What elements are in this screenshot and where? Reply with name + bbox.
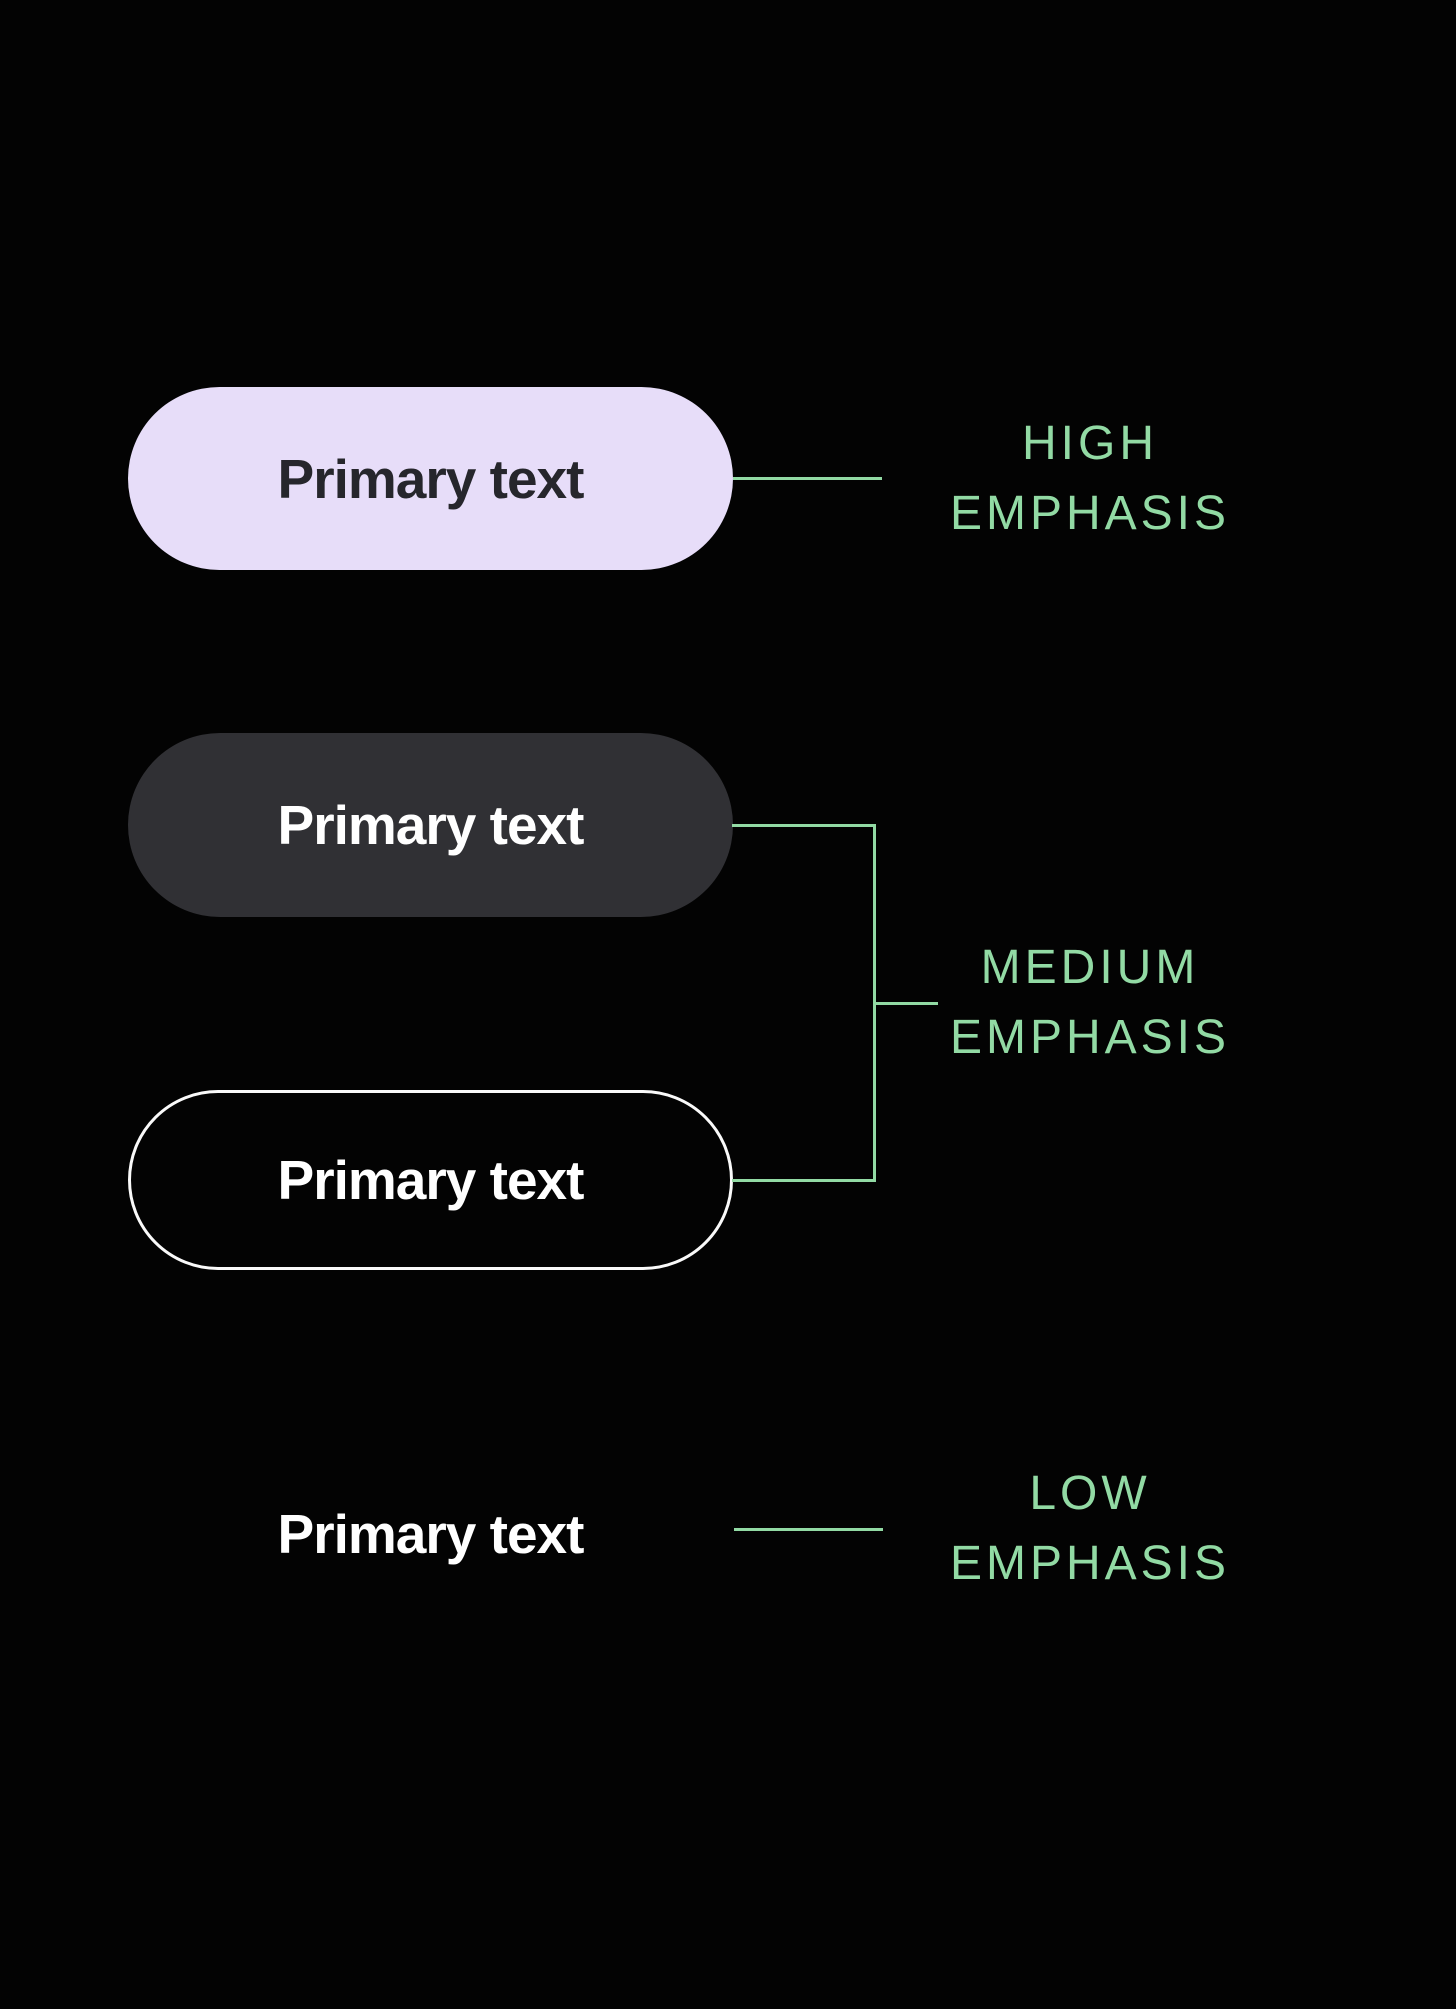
low-emphasis-annotation: LOW EMPHASIS (950, 1459, 1230, 1599)
low-emphasis-annotation-line2: EMPHASIS (949, 1537, 1231, 1590)
tonal-button-label: Primary text (277, 794, 585, 856)
low-emphasis-annotation-line1: LOW (1029, 1467, 1151, 1520)
connector-line-outlined (732, 1179, 876, 1182)
high-emphasis-annotation-line2: EMPHASIS (949, 487, 1231, 540)
connector-line-low (734, 1528, 883, 1531)
low-emphasis-text-button[interactable]: Primary text (128, 1502, 733, 1566)
filled-button-label: Primary text (277, 447, 585, 510)
high-emphasis-filled-button[interactable]: Primary text (128, 387, 733, 570)
text-button-label: Primary text (277, 1503, 585, 1565)
medium-emphasis-tonal-button[interactable]: Primary text (128, 733, 733, 917)
connector-line-tonal (732, 824, 875, 827)
outlined-button-label: Primary text (277, 1149, 585, 1211)
high-emphasis-annotation-line1: HIGH (1022, 417, 1158, 470)
bracket-stub-line (873, 1002, 938, 1005)
connector-line-high (733, 477, 882, 480)
medium-emphasis-annotation: MEDIUM EMPHASIS (950, 933, 1230, 1073)
medium-emphasis-outlined-button[interactable]: Primary text (128, 1090, 733, 1270)
medium-emphasis-annotation-line1: MEDIUM (980, 941, 1200, 994)
medium-emphasis-annotation-line2: EMPHASIS (949, 1011, 1231, 1064)
high-emphasis-annotation: HIGH EMPHASIS (950, 409, 1230, 549)
